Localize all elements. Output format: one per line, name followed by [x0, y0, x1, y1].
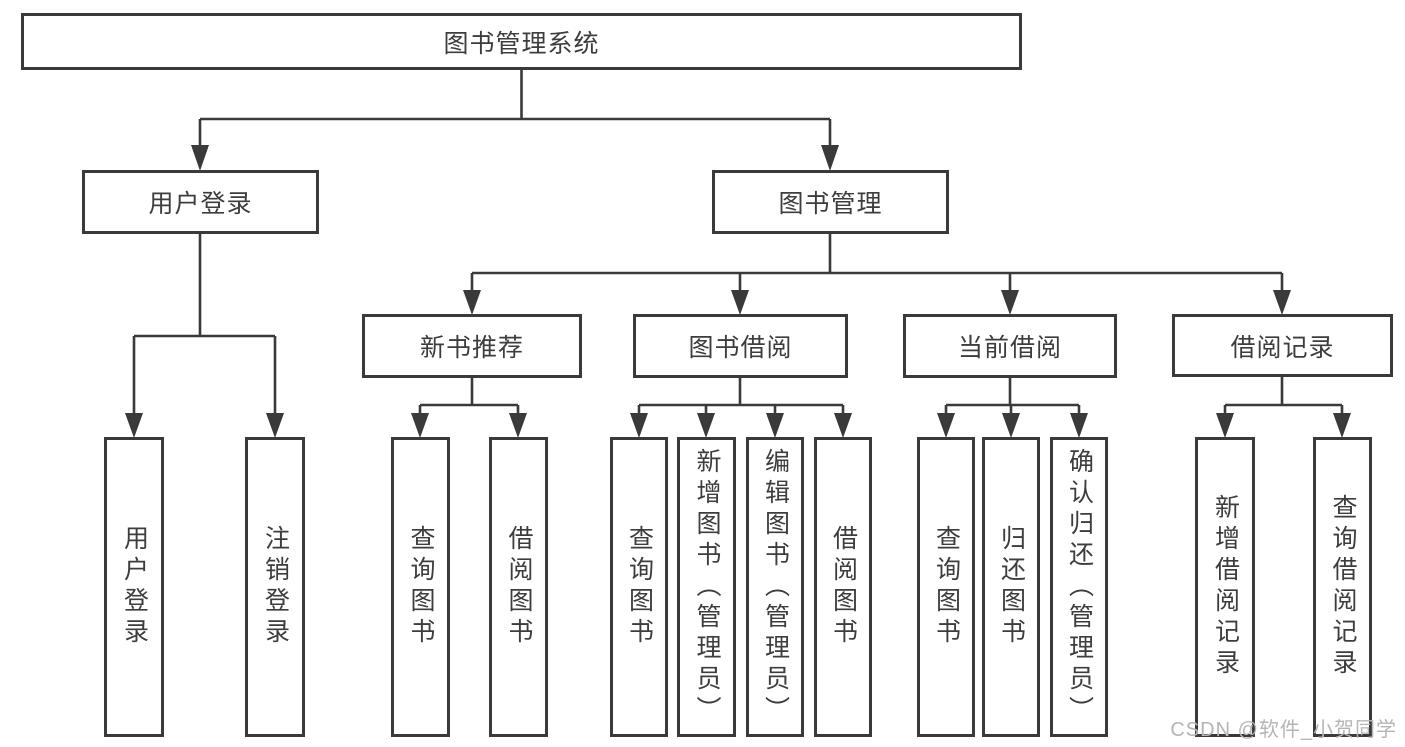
- leaf-query-books-recommend: 查询图书: [391, 437, 450, 737]
- node-borrowing-records: 借阅记录: [1172, 314, 1393, 377]
- node-root: 图书管理系统: [21, 13, 1022, 70]
- node-new-book-recommendation: 新书推荐: [362, 314, 582, 378]
- watermark: CSDN @软件_小贺同学: [1170, 719, 1397, 741]
- leaf-edit-books-admin: 编辑图书（管理员）: [746, 437, 804, 737]
- leaf-add-books-admin: 新增图书（管理员）: [677, 437, 736, 737]
- leaf-user-login: 用户登录: [104, 437, 164, 737]
- node-user-login: 用户登录: [82, 170, 319, 234]
- leaf-return-books: 归还图书: [982, 437, 1040, 737]
- leaf-query-borrow-record: 查询借阅记录: [1313, 437, 1372, 737]
- leaf-logout-login: 注销登录: [245, 437, 305, 737]
- node-book-management: 图书管理: [712, 170, 949, 234]
- leaf-add-borrow-record: 新增借阅记录: [1195, 437, 1255, 737]
- node-book-borrowing: 图书借阅: [633, 314, 848, 378]
- leaf-confirm-return-admin: 确认归还（管理员）: [1050, 437, 1108, 737]
- leaf-borrow-books-borrowing: 借阅图书: [814, 437, 872, 737]
- leaf-query-books-borrowing: 查询图书: [610, 437, 668, 737]
- leaf-borrow-books-recommend: 借阅图书: [489, 437, 548, 737]
- leaf-query-books-current: 查询图书: [917, 437, 975, 737]
- node-current-borrowing: 当前借阅: [903, 314, 1117, 378]
